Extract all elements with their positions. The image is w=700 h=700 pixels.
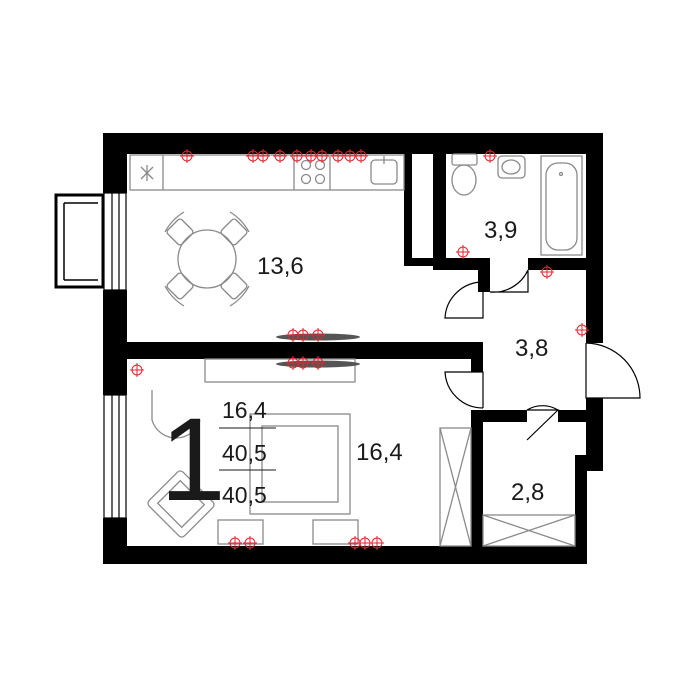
door-storage [526, 409, 560, 441]
balcony [54, 193, 105, 289]
balcony-outline [54, 193, 105, 289]
socket-icon [456, 245, 470, 259]
nightstand-left [217, 519, 264, 545]
wall-bottom [103, 546, 583, 564]
bathroom-sink-icon [497, 155, 526, 179]
wall-hall-left [471, 342, 483, 372]
storage-shelf [482, 514, 576, 547]
socket-icon [354, 149, 368, 163]
socket-icon [315, 149, 329, 163]
bathtub-icon [540, 155, 583, 256]
socket-icon [311, 356, 325, 370]
wall-closet-left [404, 146, 412, 266]
wall-closet-bottom [404, 258, 446, 266]
wall-bath-right [478, 258, 490, 292]
toilet-icon [451, 153, 478, 196]
wall-bath-bottom-a [433, 258, 489, 270]
socket-icon [296, 356, 310, 370]
socket-icon [358, 536, 372, 550]
chair-icon [151, 390, 201, 439]
nightstand-right [312, 519, 359, 545]
electrical-sockets [130, 149, 589, 550]
kitchen-area-label: 13,6 [257, 253, 304, 280]
wall-right-bottom [575, 455, 587, 564]
door-bathroom [489, 269, 529, 293]
wall-storage-top-b [558, 410, 603, 422]
wall-kitchen-bedroom [103, 342, 483, 359]
window-kitchen [103, 192, 127, 291]
apartment-summary: 1 16,4 40,5 40,5 [160, 394, 276, 526]
living-area-value: 16,4 [222, 397, 267, 423]
armchair-icon [147, 470, 215, 538]
total-area-repeat-value: 40,5 [222, 482, 267, 508]
wall-storage-left [471, 410, 483, 564]
socket-icon [130, 363, 144, 377]
socket-icon [483, 149, 497, 163]
hall-area-label: 3,8 [515, 335, 548, 362]
socket-icon [256, 149, 270, 163]
wall-storage-top-a [471, 410, 527, 422]
door-entrance [585, 342, 641, 399]
wardrobes [439, 427, 576, 547]
kitchen-furniture [129, 154, 405, 191]
socket-icon [228, 536, 242, 550]
wall-right-upper [586, 133, 603, 343]
socket-icon [180, 149, 194, 163]
bed-icon [249, 413, 351, 515]
walls [103, 133, 603, 564]
socket-icon [243, 536, 257, 550]
socket-icon [540, 265, 554, 279]
wall-bath-left [433, 146, 446, 266]
dining-table-icon [164, 211, 250, 307]
wall-left-upper [103, 133, 127, 193]
doors [444, 269, 641, 441]
fan-icon [140, 165, 154, 181]
socket-icon [370, 536, 384, 550]
socket-icon [290, 149, 304, 163]
windows [103, 192, 127, 519]
kitchen-counter [129, 154, 405, 191]
socket-icon [273, 149, 287, 163]
storage-area-label: 2,8 [511, 479, 544, 506]
wardrobe-bedroom [439, 427, 472, 547]
total-area-value: 40,5 [222, 440, 267, 466]
socket-icon [575, 323, 589, 337]
wall-bath-bottom-b [528, 258, 603, 270]
bathroom-area-label: 3,9 [484, 217, 517, 244]
door-hall-lower [444, 371, 484, 409]
wall-top [103, 133, 603, 154]
bedroom-area-label: 16,4 [356, 439, 403, 466]
stove-icon [300, 159, 326, 185]
window-bedroom [103, 394, 127, 519]
rooms-count: 1 [160, 394, 226, 526]
door-hall-upper [444, 281, 484, 319]
bathroom-fixtures [451, 153, 583, 256]
tv-console [204, 358, 356, 383]
bedroom-furniture [147, 358, 359, 545]
kitchen-sink-icon [370, 156, 398, 185]
socket-icon [311, 328, 325, 342]
socket-icon [296, 328, 310, 342]
